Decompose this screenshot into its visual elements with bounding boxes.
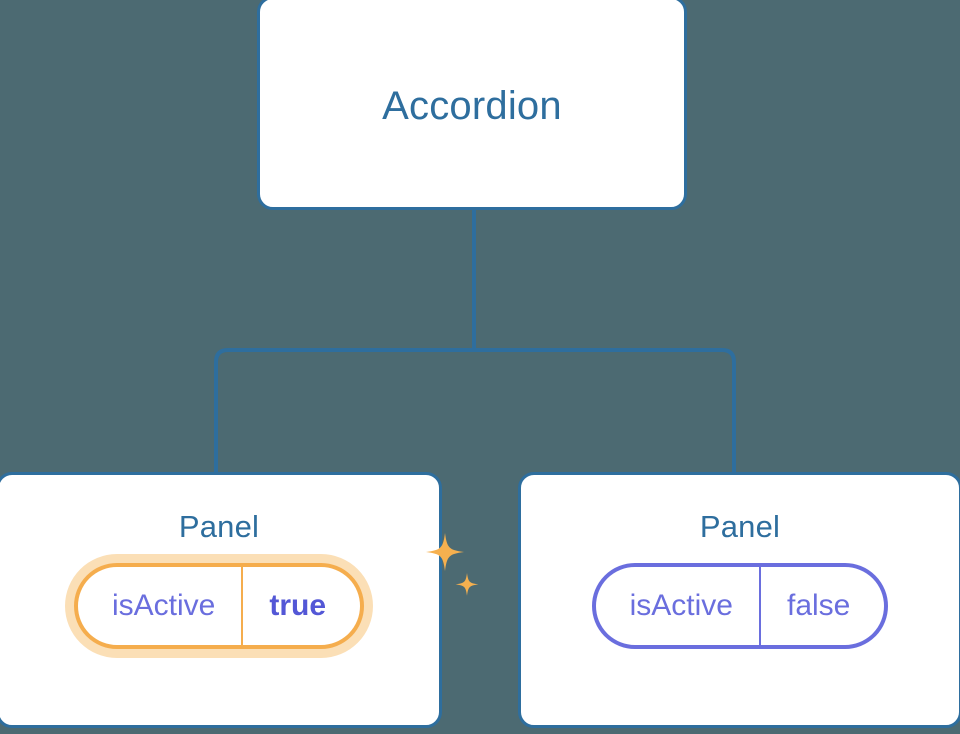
prop-pill-wrap-left: isActive true xyxy=(0,533,479,649)
prop-pill-isactive-left[interactable]: isActive true xyxy=(73,563,365,649)
prop-pill-isactive-right[interactable]: isActive false xyxy=(591,563,889,649)
node-panel-right[interactable]: Panel isActive false xyxy=(518,472,960,728)
node-panel-left-title: Panel xyxy=(178,509,260,544)
connector-branch-rail xyxy=(214,348,736,474)
prop-key-left: isActive xyxy=(78,567,244,645)
node-panel-left[interactable]: Panel isActive true xyxy=(0,472,479,728)
node-accordion[interactable]: Accordion xyxy=(257,0,687,210)
prop-value-right: false xyxy=(786,589,851,622)
prop-value-left: true xyxy=(269,589,327,622)
prop-key-right: isActive xyxy=(596,567,761,645)
prop-pill-wrap-right: isActive false xyxy=(521,563,959,649)
node-accordion-title: Accordion xyxy=(382,83,562,128)
node-panel-right-title: Panel xyxy=(699,509,781,544)
